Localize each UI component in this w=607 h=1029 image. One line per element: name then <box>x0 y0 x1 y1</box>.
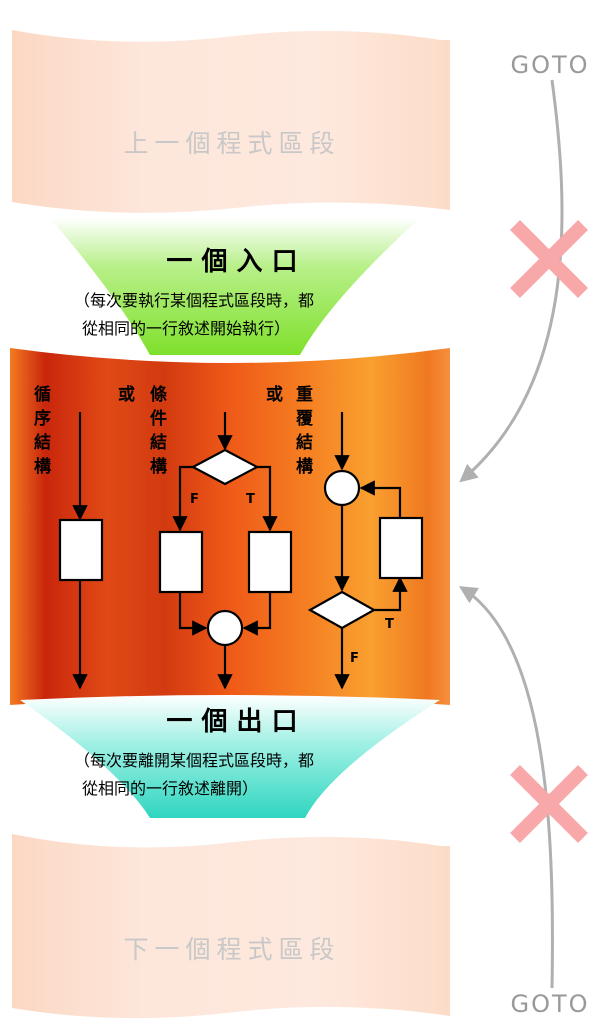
conditional-char-1: 條 <box>150 384 167 405</box>
conditional-label: 條 件 結 構 <box>150 384 167 477</box>
repetition-char-1: 重 <box>296 384 313 405</box>
conditional-true-label: T <box>246 492 255 507</box>
exit-funnel <box>20 695 440 818</box>
conditional-merge <box>206 609 244 647</box>
repetition-true-label: T <box>385 617 394 632</box>
conditional-char-3: 結 <box>150 432 167 453</box>
repetition-join <box>323 469 361 507</box>
repetition-flow <box>307 412 424 690</box>
conditional-false-box <box>158 530 204 594</box>
goto-top-arrow <box>459 79 564 483</box>
cross-icon-top <box>510 220 588 298</box>
or-label-1: 或 <box>118 384 135 405</box>
conditional-true-box <box>247 530 293 594</box>
conditional-flow <box>158 412 293 690</box>
goto-bottom-label: GOTO <box>510 990 589 1018</box>
repetition-false-label: F <box>350 651 359 666</box>
next-block-label: 下一個程式區段 <box>123 935 340 964</box>
sequence-process-box <box>58 518 104 582</box>
sequence-char-2: 序 <box>34 408 51 429</box>
repetition-label: 重 覆 結 構 <box>296 384 314 477</box>
entry-note-line2: 從相同的一行敘述開始執行） <box>82 319 290 338</box>
sequence-label: 循 序 結 構 <box>34 384 51 477</box>
sequence-char-4: 構 <box>34 456 51 477</box>
entry-title: 一 個 入 口 <box>166 247 297 277</box>
exit-note-line1: （每次要離開某個程式區段時，都 <box>74 751 314 770</box>
goto-bottom-arrow <box>458 586 554 989</box>
goto-top-label: GOTO <box>510 51 589 79</box>
repetition-char-2: 覆 <box>296 409 314 429</box>
exit-note-line2: 從相同的一行敘述離開） <box>82 779 258 798</box>
previous-block: 上一個程式區段 <box>12 30 450 213</box>
conditional-decision <box>190 448 260 486</box>
sequence-flow <box>58 412 104 690</box>
or-label-2: 或 <box>266 384 283 405</box>
repetition-char-4: 構 <box>296 456 313 477</box>
entry-funnel <box>50 218 420 355</box>
exit-title: 一 個 出 口 <box>166 707 297 737</box>
conditional-char-4: 構 <box>150 456 167 477</box>
repetition-process-box <box>378 516 424 580</box>
entry-note-line1: （每次要執行某個程式區段時，都 <box>74 291 314 310</box>
previous-block-label: 上一個程式區段 <box>123 129 340 158</box>
conditional-false-label: F <box>190 492 199 507</box>
sequence-char-1: 循 <box>34 384 51 405</box>
cross-icon-bottom <box>510 765 588 843</box>
next-block: 下一個程式區段 <box>12 834 450 1019</box>
repetition-char-3: 結 <box>296 432 313 453</box>
sequence-char-3: 結 <box>34 432 51 453</box>
conditional-char-2: 件 <box>150 408 167 429</box>
